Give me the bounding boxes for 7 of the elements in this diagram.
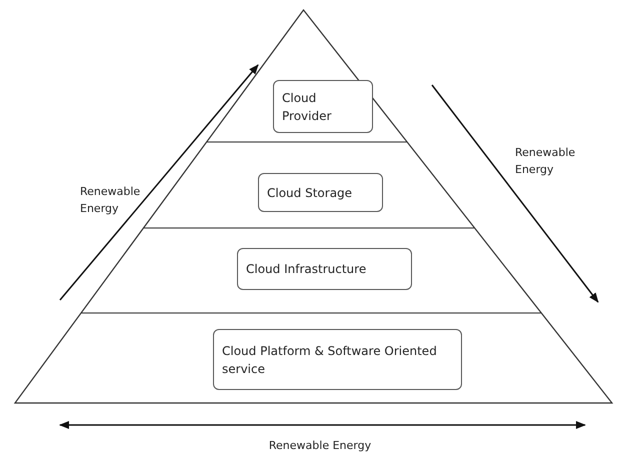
- energy-label: Renewable Energy: [80, 184, 142, 216]
- tier-box: Cloud Infrastructure: [237, 248, 412, 290]
- energy-label: Renewable Energy: [515, 145, 576, 178]
- tier-box: Cloud Platform & Software Oriented service: [213, 329, 462, 390]
- tier-box: Cloud Storage: [258, 173, 383, 212]
- energy-label: Renewable Energy: [268, 438, 372, 454]
- tier-box: Cloud Provider: [273, 80, 373, 133]
